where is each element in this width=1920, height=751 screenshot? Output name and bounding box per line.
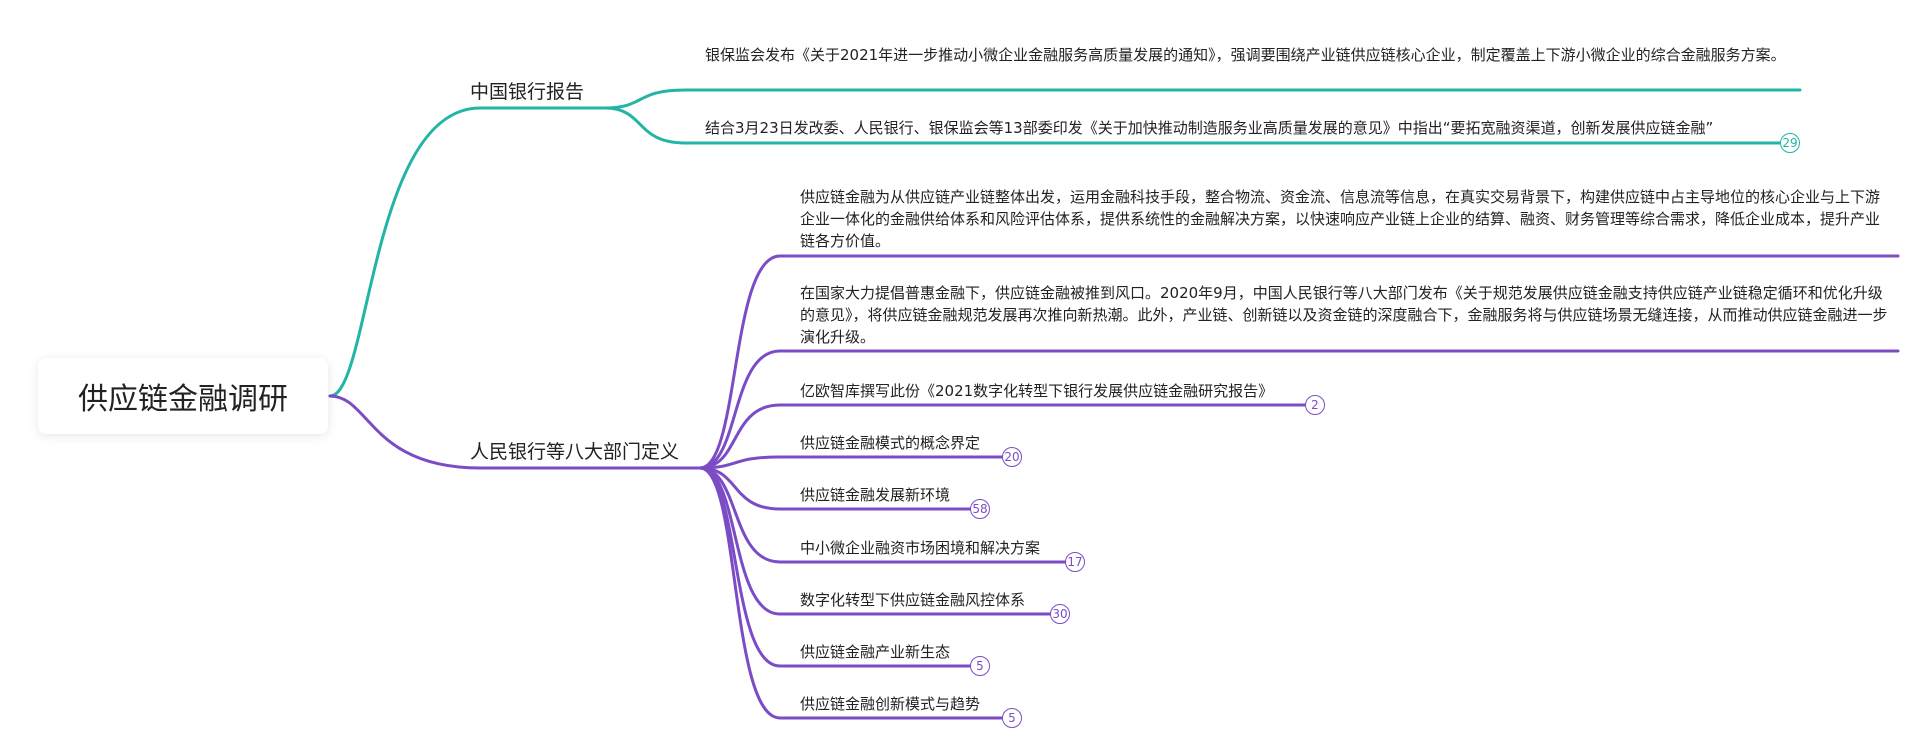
leaf-connector [698, 466, 972, 511]
leaf-connector [698, 403, 1307, 470]
collapsed-count-badge[interactable]: 5 [970, 656, 990, 676]
leaf-text[interactable]: 中小微企业融资市场困境和解决方案 [800, 539, 1041, 557]
leaf-text[interactable]: 供应链金融发展新环境 [800, 486, 951, 504]
branch-label[interactable]: 人民银行等八大部门定义 [470, 441, 680, 463]
collapsed-count-badge[interactable]: 17 [1065, 552, 1085, 572]
leaf-connector [698, 466, 1004, 720]
leaf-connector [603, 88, 1802, 110]
leaf-connector [603, 106, 1792, 145]
leaf-text[interactable]: 银保监会发布《关于2021年进一步推动小微企业金融服务高质量发展的通知》，强调要… [705, 46, 1786, 64]
collapsed-count-badge[interactable]: 29 [1780, 133, 1800, 153]
leaf-connector [698, 254, 1900, 470]
leaf-text[interactable]: 在国家大力提倡普惠金融下，供应链金融被推到风口。2020年9月，中国人民银行等八… [800, 284, 1888, 346]
collapsed-count-badge[interactable]: 20 [1002, 447, 1022, 467]
leaf-text[interactable]: 结合3月23日发改委、人民银行、银保监会等13部委印发《关于加快推动制造服务业高… [705, 119, 1714, 137]
leaf-connector [698, 455, 1004, 470]
leaf-text[interactable]: 供应链金融为从供应链产业链整体出发，运用金融科技手段，整合物流、资金流、信息流等… [800, 188, 1881, 250]
leaf-text[interactable]: 供应链金融产业新生态 [800, 643, 951, 661]
branch-label[interactable]: 中国银行报告 [470, 81, 585, 103]
root-node[interactable]: 供应链金融调研 [38, 358, 328, 434]
collapsed-count-badge[interactable]: 58 [970, 499, 990, 519]
leaf-connector [698, 349, 1900, 470]
leaf-text[interactable]: 供应链金融创新模式与趋势 [800, 695, 981, 713]
collapsed-count-badge[interactable]: 30 [1050, 604, 1070, 624]
branch-connector [328, 106, 607, 398]
leaf-text[interactable]: 供应链金融模式的概念界定 [800, 434, 981, 452]
collapsed-count-badge[interactable]: 5 [1002, 708, 1022, 728]
leaf-connector [698, 466, 1067, 564]
leaf-text[interactable]: 亿欧智库撰写此份《2021数字化转型下银行发展供应链金融研究报告》 [800, 382, 1274, 400]
branch-connector [328, 394, 702, 470]
collapsed-count-badge[interactable]: 2 [1305, 395, 1325, 415]
leaf-text[interactable]: 数字化转型下供应链金融风控体系 [800, 591, 1026, 609]
root-title: 供应链金融调研 [78, 382, 288, 417]
